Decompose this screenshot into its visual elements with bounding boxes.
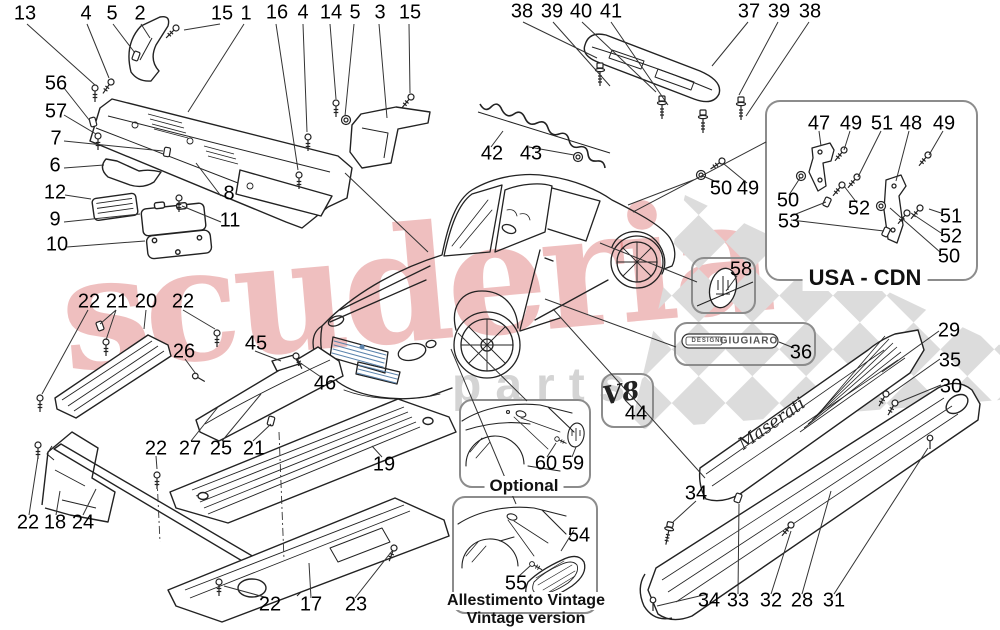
trident-badge-59	[553, 422, 585, 448]
part-callout: 49	[839, 112, 863, 135]
part-callout: 13	[13, 2, 37, 25]
rear-shelf-trim-drawing	[583, 33, 747, 134]
part-callout: 49	[736, 177, 760, 200]
part-callout: 11	[219, 209, 241, 232]
usa-cdn-brackets-drawing	[795, 142, 933, 244]
part-callout: 54	[567, 524, 591, 547]
part-callout: 2	[134, 2, 146, 25]
giugiaro-plate-text: GIUGIARO	[719, 335, 779, 347]
part-callout: 6	[49, 154, 61, 177]
part-callout: 8	[223, 182, 235, 205]
part-callout: 39	[767, 0, 791, 23]
part-callout: 41	[599, 0, 623, 23]
part-callout: 50	[776, 189, 800, 212]
part-callout: 4	[297, 1, 309, 24]
part-callout: 55	[504, 572, 528, 595]
part-callout: 40	[569, 0, 593, 23]
part-callout: 22	[144, 437, 168, 460]
part-callout: 22	[171, 290, 195, 313]
part-callout: 58	[729, 258, 753, 281]
part-callout: 38	[798, 0, 822, 23]
part-callout: 33	[726, 589, 750, 612]
lettering-script-drawing	[477, 103, 611, 169]
part-callout: 27	[178, 437, 202, 460]
part-callout: 38	[510, 0, 534, 23]
part-callout: 21	[242, 437, 266, 460]
part-callout: 30	[939, 375, 963, 398]
part-callout: 20	[134, 290, 158, 313]
part-callout: 28	[790, 589, 814, 612]
design-plate-text: DESIGN	[691, 338, 721, 344]
part-callout: 14	[319, 1, 343, 24]
part-callout: 5	[106, 2, 118, 25]
part-callout: 21	[105, 290, 129, 313]
part-callout: 18	[43, 511, 67, 534]
part-callout: 34	[697, 589, 721, 612]
part-callout: 25	[209, 437, 233, 460]
part-callout: 37	[737, 0, 761, 23]
giugiaro-plate-36	[681, 333, 779, 349]
part-callout: 51	[939, 205, 963, 228]
leader-lines	[26, 21, 944, 607]
cowl-panel-drawing	[88, 16, 431, 260]
usa-cdn-caption: USA - CDN	[802, 265, 928, 291]
part-callout: 42	[480, 142, 504, 165]
part-callout: 10	[45, 233, 69, 256]
part-callout: 34	[684, 482, 708, 505]
part-callout: 57	[44, 100, 68, 123]
part-callout: 44	[624, 402, 648, 425]
trident-badge-58	[696, 267, 754, 309]
part-callout: 5	[349, 1, 361, 24]
part-callout: 52	[847, 197, 871, 220]
vintage-fender-drawing	[457, 506, 586, 601]
underbody-panels-drawing	[34, 320, 457, 623]
car-drawing	[312, 173, 676, 400]
part-callout: 52	[939, 225, 963, 248]
part-callout: 47	[807, 112, 831, 135]
part-callout: 43	[519, 142, 543, 165]
part-callout: 22	[16, 511, 40, 534]
part-callout: 1	[240, 2, 252, 25]
part-callout: 50	[709, 177, 733, 200]
part-callout: 35	[938, 349, 962, 372]
part-callout: 26	[172, 340, 196, 363]
part-callout: 17	[299, 593, 323, 616]
part-callout: 22	[77, 290, 101, 313]
part-callout: 12	[43, 181, 67, 204]
part-callout: 23	[344, 593, 368, 616]
part-callout: 53	[777, 210, 801, 233]
part-callout: 16	[265, 1, 289, 24]
optional-caption: Optional	[484, 476, 564, 496]
part-callout: 49	[932, 112, 956, 135]
part-callout: 3	[374, 1, 386, 24]
part-callout: 48	[899, 112, 923, 135]
part-callout: 46	[313, 372, 337, 395]
part-callout: 60	[534, 452, 558, 475]
part-callout: 45	[244, 332, 268, 355]
part-callout: 15	[398, 1, 422, 24]
part-callout: 56	[44, 72, 68, 95]
part-callout: 59	[561, 452, 585, 475]
part-callout: 36	[789, 341, 813, 364]
door-sill-drawing	[639, 329, 981, 621]
part-callout: 24	[71, 511, 95, 534]
part-callout: 50	[937, 245, 961, 268]
part-callout: 31	[822, 589, 846, 612]
part-callout: 29	[937, 319, 961, 342]
part-callout: 4	[80, 2, 92, 25]
vintage-caption-line2: Vintage version	[466, 610, 586, 627]
part-callout: 32	[759, 589, 783, 612]
part-callout: 39	[540, 0, 564, 23]
part-callout: 15	[210, 2, 234, 25]
part-callout: 7	[50, 127, 62, 150]
part-callout: 9	[49, 208, 61, 231]
part-callout: 19	[372, 453, 396, 476]
part-callout: 22	[258, 593, 282, 616]
optional-fender-drawing	[461, 403, 575, 472]
part-callout: 51	[870, 112, 894, 135]
vintage-caption-line1: Allestimento Vintage	[444, 592, 608, 610]
